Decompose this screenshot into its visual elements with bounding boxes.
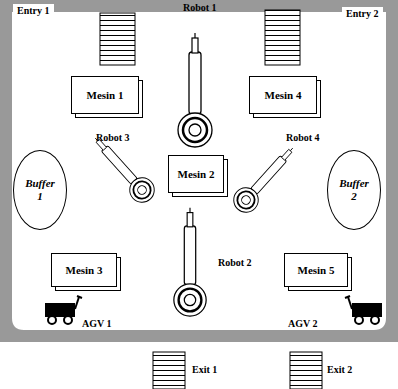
part-label: Robot 3	[96, 132, 130, 143]
part-label: Robot 1	[183, 2, 217, 13]
machine-box: Mesin 4	[249, 76, 317, 114]
exit-stack	[153, 352, 185, 389]
buffer-ellipse: Buffer 2	[327, 150, 381, 230]
part-label: Robot 2	[218, 257, 252, 268]
part-label: Exit 1	[192, 364, 217, 375]
machine-name: Mesin 4	[265, 89, 302, 101]
agv-cart	[345, 296, 382, 324]
part-label: Robot 4	[286, 132, 320, 143]
machine-name: Mesin 5	[298, 264, 335, 276]
robot-arm	[86, 130, 159, 207]
buffer-ellipse: Buffer 1	[13, 150, 67, 230]
robot-arm	[229, 140, 302, 217]
entry-label: Entry 1	[13, 4, 54, 17]
machine-box: Mesin 3	[51, 253, 117, 287]
machine-box: Mesin 1	[71, 76, 139, 114]
exit-stack	[290, 352, 322, 389]
entry-stack	[100, 13, 135, 65]
floor-frame	[0, 0, 398, 342]
buffer-name: Buffer 1	[23, 177, 57, 203]
entry-stack	[265, 10, 300, 65]
agv-cart	[45, 296, 82, 324]
part-label: AGV 2	[288, 318, 318, 329]
part-label: AGV 1	[82, 318, 112, 329]
machine-name: Mesin 3	[66, 264, 103, 276]
machine-name: Mesin 1	[87, 89, 124, 101]
machine-box: Mesin 5	[284, 253, 348, 287]
machine-box: Mesin 2	[168, 155, 224, 193]
part-label: Exit 2	[327, 364, 352, 375]
buffer-name: Buffer 2	[337, 177, 371, 203]
robot-arm	[178, 33, 212, 147]
machine-name: Mesin 2	[178, 168, 215, 180]
entry-label: Entry 2	[342, 7, 383, 20]
robot-arm	[174, 208, 206, 316]
